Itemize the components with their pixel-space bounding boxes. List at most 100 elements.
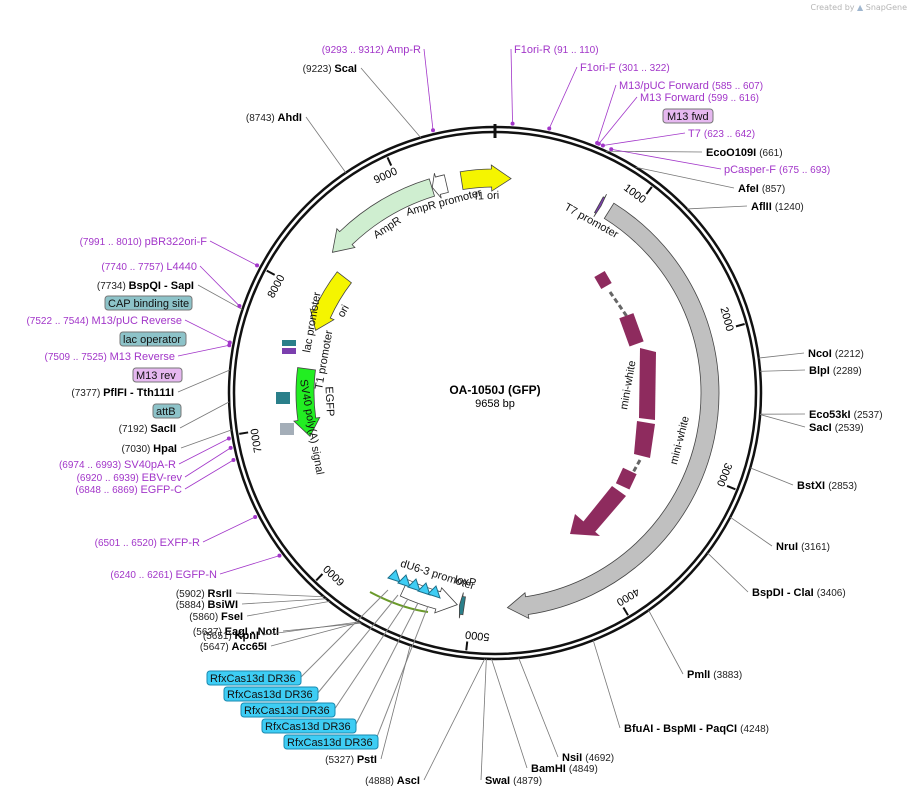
primer-position: (7991 .. 8010) xyxy=(80,237,145,248)
primer-name: EGFP-C xyxy=(140,484,182,496)
primer-leader-13 xyxy=(184,459,234,490)
site-name: PstI xyxy=(357,754,377,766)
site-leader-3 xyxy=(635,166,735,189)
feature-t7-promoter xyxy=(593,193,607,218)
site-position: (661) xyxy=(759,148,782,159)
tick-label-7000: 7000 xyxy=(249,428,265,454)
site-name: FseI xyxy=(221,611,243,623)
tick-2000 xyxy=(735,323,745,328)
dr36-mark-4 xyxy=(417,582,431,596)
lac-operator-text: lac operator xyxy=(123,334,181,346)
site-position: (2539) xyxy=(835,423,864,434)
plasmid-length: 9658 bp xyxy=(475,398,515,410)
site-name: RsrII xyxy=(208,588,232,600)
primer-position: (6974 .. 6993) xyxy=(59,460,124,471)
site-position: (5860) xyxy=(189,612,221,623)
feature-label-mini-white-outer: mini-white xyxy=(668,415,692,466)
site-bstxi: BstXI (2853) xyxy=(797,480,857,492)
site-leader-24 xyxy=(235,592,325,598)
feature-loxp xyxy=(458,592,466,619)
attb-box xyxy=(152,403,182,419)
primer-mark-11 xyxy=(226,436,231,441)
primer-name: EBV-rev xyxy=(142,472,183,484)
primer-mark-4 xyxy=(596,141,601,146)
site-leader-2 xyxy=(605,150,703,153)
tick-8000 xyxy=(266,269,276,276)
site-saci: SacI (2539) xyxy=(809,422,864,434)
site-name: SacI xyxy=(809,422,835,434)
site-position: (7377) xyxy=(71,388,103,399)
credit-text: Created by xyxy=(810,3,855,12)
site-rsrii: (5902) RsrII xyxy=(176,588,232,600)
primer-leader-2 xyxy=(548,66,578,129)
primer-leader-1 xyxy=(510,48,513,124)
site-leader-25 xyxy=(180,429,232,449)
site-leader-11 xyxy=(707,552,749,593)
mini-white-block-2 xyxy=(619,313,644,347)
site-bspqi-sapi: (7734) BspQI - SapI xyxy=(97,280,194,292)
primer-name: pCasper-F xyxy=(724,164,779,176)
primer-leader-0 xyxy=(423,48,434,131)
dr36-text-5: RfxCas13d DR36 xyxy=(287,737,373,749)
site-position: (857) xyxy=(762,184,785,195)
primer-mark-10 xyxy=(227,343,232,348)
primer-leader-11 xyxy=(178,438,230,465)
site-name: PflFI - Tth111I xyxy=(103,387,174,399)
primer-mark-12 xyxy=(228,445,233,450)
primer-leader-3 xyxy=(596,84,617,144)
primer-position: (6240 .. 6261) xyxy=(110,570,175,581)
dr36-box-1 xyxy=(206,670,302,686)
feature-label-ori: ori xyxy=(335,303,351,319)
site-name: AhdI xyxy=(278,112,302,124)
primer-leader-14 xyxy=(202,516,256,543)
site-acc65i: (5647) Acc65I xyxy=(200,641,267,653)
site-hpai: (7030) HpaI xyxy=(121,443,177,455)
site-leader-20 xyxy=(270,621,361,647)
dr36-text-4: RfxCas13d DR36 xyxy=(265,721,351,733)
feature-label-f1-ori: f1 ori xyxy=(475,190,500,203)
site-name: NcoI xyxy=(808,348,835,360)
primer-f1ori-r: F1ori-R (91 .. 110) xyxy=(514,44,599,56)
mini-white-block-3 xyxy=(639,348,656,420)
dr36-cluster xyxy=(369,569,441,613)
site-sacii: (7192) SacII xyxy=(119,423,176,435)
tick-label-4000: 4000 xyxy=(614,585,641,608)
primer-position: (585 .. 607) xyxy=(712,81,763,92)
site-position: (2289) xyxy=(833,366,862,377)
cap-box xyxy=(104,295,193,311)
site-name: HpaI xyxy=(153,443,177,455)
site-name: AflII xyxy=(751,201,775,213)
site-position: (7192) xyxy=(119,424,151,435)
mini-white-block-1 xyxy=(594,270,612,290)
site-position: (2212) xyxy=(835,349,864,360)
dr36-mark-2 xyxy=(397,574,411,588)
mini-white-inner-label: mini-white xyxy=(618,360,638,411)
lac-operator-box xyxy=(119,331,187,347)
site-name: BamHI xyxy=(531,763,569,775)
site-position: (5327) xyxy=(325,755,357,766)
dr36-box-3 xyxy=(240,702,336,718)
site-position: (7030) xyxy=(121,444,153,455)
feature-label-egfp: EGFP xyxy=(322,386,336,417)
primer-position: (6848 .. 6869) xyxy=(75,485,140,496)
tick-label-6000: 6000 xyxy=(321,562,347,588)
primer-name: M13 Reverse xyxy=(110,351,175,363)
site-pflfi-tth111i: (7377) PflFI - Tth111I xyxy=(71,387,174,399)
site-position: (9223) xyxy=(303,64,335,75)
primer-pcasper-f: pCasper-F (675 .. 693) xyxy=(724,164,830,176)
primer-mark-6 xyxy=(609,147,614,152)
dr36-box-4 xyxy=(261,718,357,734)
site-name: AfeI xyxy=(738,183,762,195)
t1-promoter-label: T1 promoter xyxy=(313,329,335,390)
site-leader-10 xyxy=(730,516,773,547)
site-position: (4849) xyxy=(569,764,598,775)
site-bspdi-clai: BspDI - ClaI (3406) xyxy=(752,587,846,599)
dr36-text-2: RfxCas13d DR36 xyxy=(227,689,313,701)
site-position: (7734) xyxy=(97,281,129,292)
feature-label-loxp: loxP xyxy=(454,574,477,589)
m13-fwd-text: M13 fwd xyxy=(667,111,709,123)
primer-mark-14 xyxy=(253,515,258,520)
site-position: (3406) xyxy=(817,588,846,599)
m13-rev-text: M13 rev xyxy=(136,370,176,382)
